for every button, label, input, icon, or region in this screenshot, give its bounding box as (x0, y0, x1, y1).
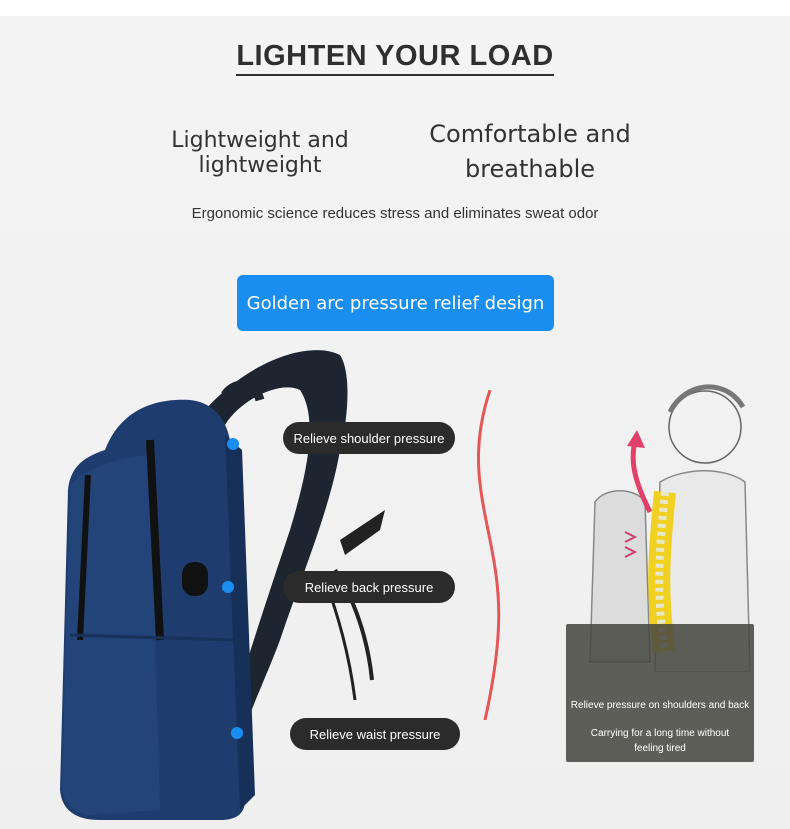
small-backpack-sketch (589, 490, 651, 663)
benefit-caption-box: Relieve pressure on shoulders and back C… (566, 624, 754, 762)
usb-port-icon (182, 562, 208, 596)
top-handle (221, 380, 265, 402)
pressure-relief-banner-label: Golden arc pressure relief design (246, 292, 545, 314)
strap-buckle (340, 510, 385, 555)
benefit-line-1: Relieve pressure on shoulders and back (570, 700, 750, 711)
pocket-zipper (77, 474, 91, 641)
callout-back: Relieve back pressure (283, 571, 455, 603)
back-panel (225, 435, 255, 810)
main-zipper (146, 439, 164, 641)
waist-marker (231, 727, 243, 739)
benefit-line-2: Carrying for a long time without feeling… (590, 728, 730, 754)
arrow-head-icon (627, 430, 645, 448)
page-title: LIGHTEN YOUR LOAD (0, 40, 790, 76)
lift-arrow-icon (630, 441, 653, 514)
vertebrae (655, 491, 669, 653)
back-marker (222, 581, 234, 593)
callout-waist: Relieve waist pressure (290, 718, 460, 750)
backpack-illustration (60, 350, 385, 820)
spine-curve-graphic (477, 390, 501, 720)
bottom-seam (69, 633, 236, 642)
shoulder-marker (227, 438, 239, 450)
top-band (0, 0, 790, 16)
ergonomic-subline: Ergonomic science reduces stress and eli… (191, 205, 599, 222)
chevron-icons (624, 531, 638, 558)
feature-breathable: Comfortable and breathable (429, 120, 631, 183)
feature-lightweight: Lightweight and lightweight (171, 128, 349, 178)
callout-shoulder: Relieve shoulder pressure (283, 422, 455, 454)
head-sketch (668, 390, 742, 464)
hair-sketch (667, 384, 746, 414)
torso-sketch (654, 470, 751, 672)
pressure-relief-banner: Golden arc pressure relief design (237, 275, 554, 331)
page-title-text: LIGHTEN YOUR LOAD (236, 40, 554, 76)
